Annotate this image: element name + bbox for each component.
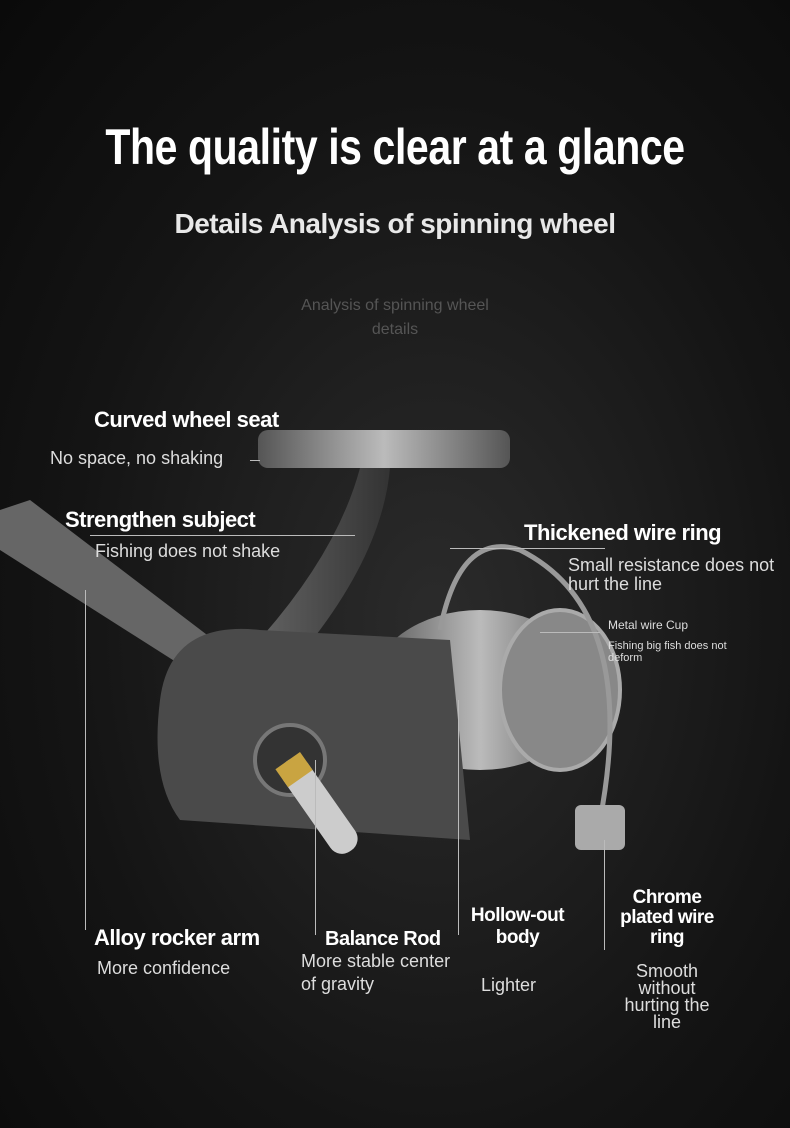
reel-stem <box>200 468 390 710</box>
callout-text: Smooth without hurting the line <box>624 961 710 1032</box>
callout-heading: Strengthen subject <box>65 507 256 532</box>
callout-text: Fishing does not shake <box>95 541 281 561</box>
wheel-seat <box>258 430 510 468</box>
callout-heading: Curved wheel seat <box>94 407 279 432</box>
spinning-reel-image <box>0 430 625 854</box>
callout-heading: Alloy rocker arm <box>94 925 260 950</box>
callout-heading: Hollow-out body <box>470 905 565 948</box>
callout-heading: Chrome plated wire ring <box>620 887 714 948</box>
callout-heading: Metal wire Cup <box>608 618 689 632</box>
callout-text: Lighter <box>481 975 537 995</box>
callout-text: More stable center of gravity <box>301 951 451 994</box>
caption: Analysis of spinning wheel details <box>301 297 489 338</box>
callout-heading: Balance Rod <box>325 928 441 950</box>
callout-heading: Thickened wire ring <box>524 520 722 545</box>
callout-text: Small resistance does not hurt the line <box>568 555 775 594</box>
rocker-arm <box>0 500 240 690</box>
wire-ring <box>437 544 613 821</box>
callout-text: More confidence <box>97 958 231 978</box>
callout-text: No space, no shaking <box>50 448 224 468</box>
callout-text: Fishing big fish does not deform <box>608 640 727 664</box>
balance-rod <box>280 757 358 854</box>
subtitle: Details Analysis of spinning wheel <box>174 208 616 239</box>
page-title: The quality is clear at a glance <box>105 119 685 175</box>
